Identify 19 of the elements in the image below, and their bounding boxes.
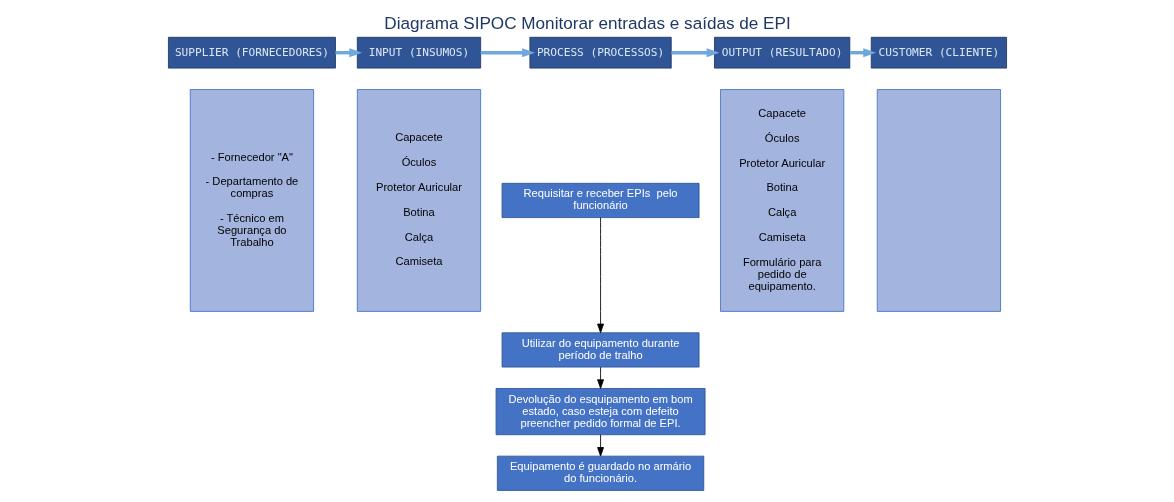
node-box: PROCESS (PROCESSOS) — [528, 36, 672, 69]
arrow — [596, 434, 604, 457]
node-box: Capacete Óculos Protetor Auricular Botina Calça Camiseta — [356, 89, 481, 312]
node-box: INPUT (INSUMOS) — [356, 36, 481, 69]
node-box: OUTPUT (RESULTADO) — [713, 36, 850, 69]
node-box: Devolução do esquipamento em bom estado, caso esteja com defeito preencher pedido formal de EPI. — [495, 388, 705, 436]
node-box: CUSTOMER (CLIENTE) — [870, 36, 1007, 69]
node-box: Equipamento é guardado no armário do funcionário. — [496, 455, 704, 491]
arrow — [596, 366, 604, 389]
node-box: SUPPLIER (FORNECEDORES) — [167, 36, 336, 69]
arrow — [671, 48, 719, 58]
node-box — [876, 89, 1001, 312]
diagram-title: Diagrama SIPOC Monitorar entradas e saídas de EPI — [383, 12, 791, 33]
arrow — [480, 48, 535, 58]
node-box: - Fornecedor "A" - Departamento de compras - Técnico em Segurança do Trabalho — [189, 89, 314, 312]
node-box: Requisitar e receber EPIs pelo funcionário — [501, 182, 699, 218]
arrow — [596, 217, 604, 334]
node-box: Capacete Óculos Protetor Auricular Botina Calça Camiseta Formulário para pedido de equipamento. — [719, 89, 844, 312]
node-box: Utilizar do equipamento durante período de tralho — [501, 332, 699, 368]
